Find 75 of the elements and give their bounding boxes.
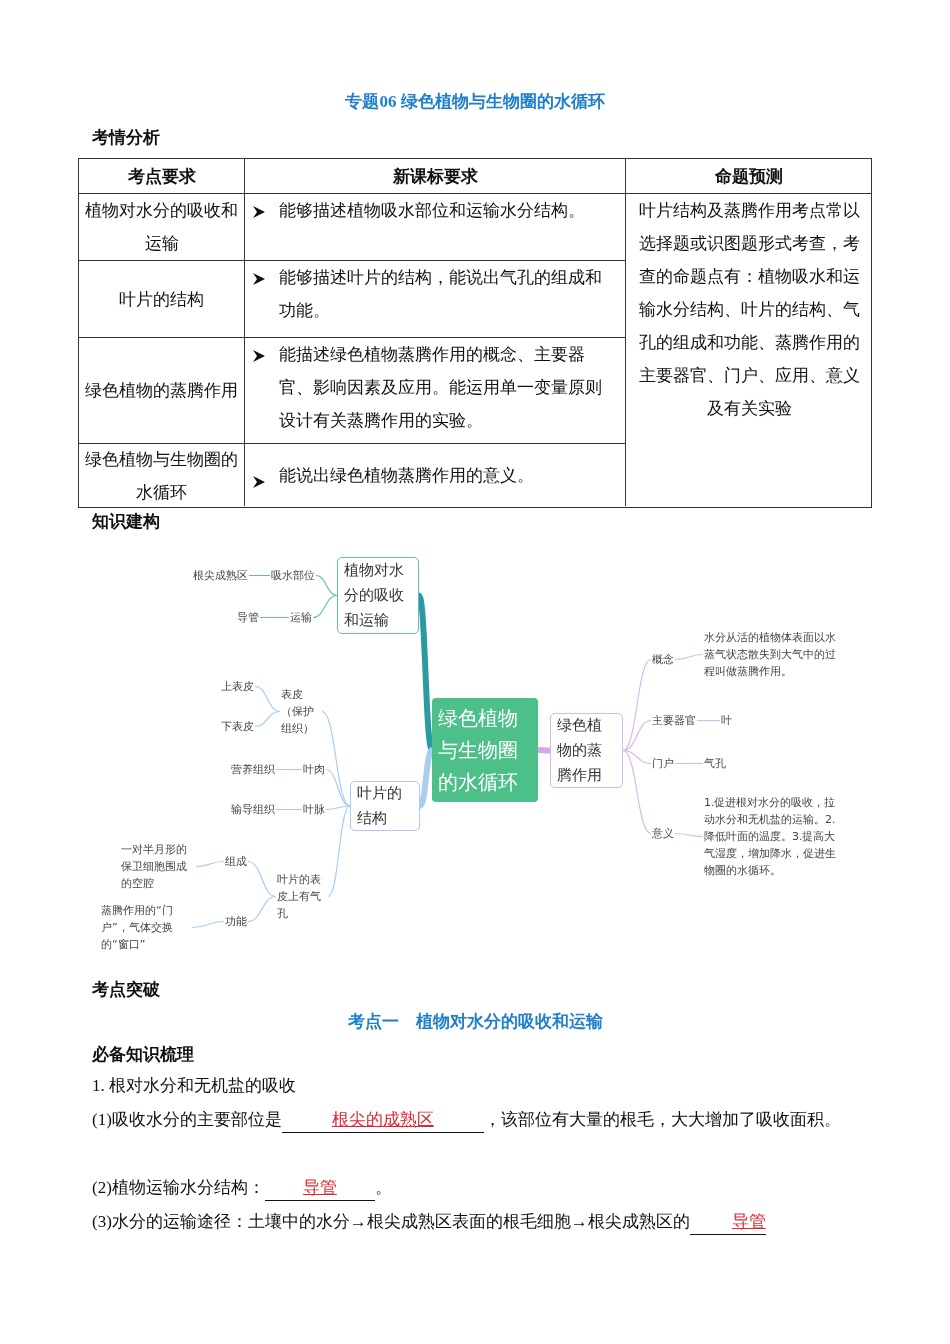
connector-line xyxy=(248,574,271,577)
topic-text: 输导组织 xyxy=(230,801,276,818)
connector-line xyxy=(325,768,351,807)
connector-line xyxy=(254,710,281,728)
page-title: 专题06 绿色植物与生物圈的水循环 xyxy=(344,91,606,113)
topic-text: 表皮（保护组织） xyxy=(280,686,322,737)
topic-text: 功能 xyxy=(224,913,248,930)
question-text: 。 xyxy=(374,1178,392,1197)
topic-box: 叶片的结构 xyxy=(350,781,420,831)
topic-text: 一对半月形的保卫细胞围成的空腔 xyxy=(120,841,196,892)
connector-line xyxy=(275,808,303,811)
topic-text: 运输 xyxy=(289,609,313,626)
connector-line xyxy=(191,920,225,929)
connector-line xyxy=(327,805,351,898)
topic-text: 门户 xyxy=(651,755,675,772)
topic-text: 叶脉 xyxy=(302,801,326,818)
table-text: 叶片的结构 xyxy=(119,288,204,311)
column-header: 新课标要求 xyxy=(392,165,478,188)
connector-line xyxy=(275,768,303,771)
topic-box: 绿色植物的蒸腾作用 xyxy=(550,713,623,788)
column-header: 命题预测 xyxy=(715,165,783,188)
section-heading: 必备知识梳理 xyxy=(92,1044,194,1066)
topic-text: 导管 xyxy=(236,609,260,626)
connector-line xyxy=(622,749,652,765)
connector-line xyxy=(325,805,351,811)
topic-text: 蒸腾作用的“门户”，气体交换的“窗口” xyxy=(100,902,192,953)
topic-text: 意义 xyxy=(651,825,675,842)
topic-text: 叶肉 xyxy=(302,761,326,778)
connector-line xyxy=(312,594,338,619)
connector-line xyxy=(674,832,704,838)
section-heading: 考点突破 xyxy=(92,979,160,1001)
topic-text: 吸水部位 xyxy=(270,567,316,584)
topic-text: 主要器官 xyxy=(651,712,697,729)
topic-text: 下表皮 xyxy=(220,718,255,735)
table-text: 绿色植物的蒸腾作用 xyxy=(85,380,238,402)
connector-line xyxy=(674,762,704,765)
table-text: 能描述绿色植物蒸腾作用的概念、主要器官、影响因素及应用。能运用单一变量原则设计有关蒸腾作用的实验。 xyxy=(279,345,602,430)
connector-line xyxy=(696,719,721,722)
table-text: 能说出绿色植物蒸腾作用的意义。 xyxy=(279,466,534,485)
question-text: ，该部位有大量的根毛，大大增加了吸收面积。 xyxy=(483,1110,841,1129)
table-text: 能够描述叶片的结构，能说出气孔的组成和功能。 xyxy=(279,268,602,320)
table-text: 叶片结构及蒸腾作用考点常以选择题或识图题形式考查，考查的命题点有：植物吸水和运输水分结构、叶片的结构、气孔的组成和功能、蒸腾作用的主要器官、门户、应用、意义及有关实验 xyxy=(638,201,860,418)
topic-text: 上表皮 xyxy=(220,678,255,695)
topic-box: 植物对水分的吸收和运输 xyxy=(337,557,419,634)
topic-text: 叶片的表皮上有气孔 xyxy=(276,871,328,922)
table-text: 绿色植物与生物圈的水循环 xyxy=(85,448,238,504)
table-text: 植物对水分的吸收和运输 xyxy=(85,200,238,255)
topic-text: 根尖成熟区 xyxy=(192,567,249,584)
central-topic-box: 绿色植物与生物圈的水循环 xyxy=(432,698,538,802)
connector-line xyxy=(259,616,290,619)
topic-text: 营养组织 xyxy=(230,761,276,778)
item-heading: 1. 根对水分和无机盐的吸收 xyxy=(92,1076,296,1095)
connector-line xyxy=(622,719,652,752)
connector-line xyxy=(247,895,277,923)
section-heading: 知识建构 xyxy=(92,511,160,533)
connector-line xyxy=(321,710,351,807)
topic-text: 概念 xyxy=(651,651,675,668)
connector-line xyxy=(315,574,338,597)
question-text: (3)水分的运输途径：土壤中的水分→根尖成熟区表面的根毛细胞→根尖成熟区的 xyxy=(92,1212,690,1231)
topic-text: 气孔 xyxy=(703,755,727,772)
connector-line xyxy=(622,749,652,835)
question-text: (1)吸收水分的主要部位是 xyxy=(92,1110,282,1129)
section-heading: 考情分析 xyxy=(92,127,160,149)
table-text: 能够描述植物吸水部位和运输水分结构。 xyxy=(279,201,585,220)
connector-line xyxy=(247,860,277,898)
connector-line xyxy=(195,860,225,868)
connector-line xyxy=(674,653,704,661)
connector-line xyxy=(254,685,281,713)
connector-line xyxy=(622,658,652,752)
topic-heading: 考点一 植物对水分的吸收和运输 xyxy=(346,1011,604,1033)
column-header: 考点要求 xyxy=(127,165,196,188)
question-text: (2)植物运输水分结构： xyxy=(92,1178,265,1197)
topic-text: 组成 xyxy=(224,853,248,870)
topic-text: 叶 xyxy=(720,712,733,729)
topic-text: 水分从活的植物体表面以水蒸气状态散失到大气中的过程叫做蒸腾作用。 xyxy=(703,629,837,680)
